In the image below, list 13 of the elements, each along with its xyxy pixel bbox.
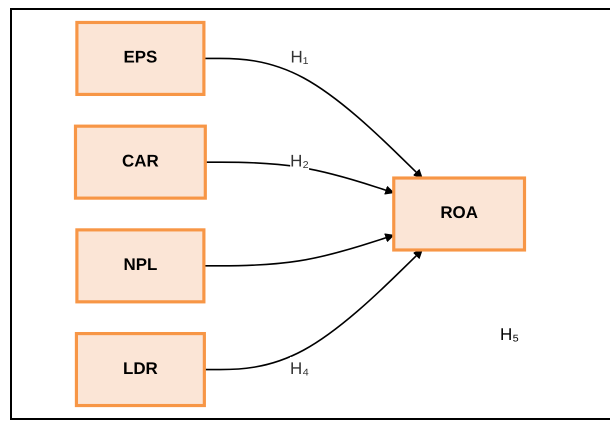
edge-label: H₂ [290,152,309,171]
arrow [204,233,394,267]
node-box: ROA [392,176,526,252]
node-box: LDR [74,332,206,408]
arrow [205,161,394,195]
node-box: CAR [74,124,207,200]
node-box: NPL [75,228,206,304]
arrow [204,58,423,178]
edge-label: H₄ [290,360,310,378]
edge-label: H₁ [290,48,308,67]
node-box: EPS [75,20,206,96]
hypothesis-label: H₅ [500,325,520,345]
arrow [204,250,423,370]
